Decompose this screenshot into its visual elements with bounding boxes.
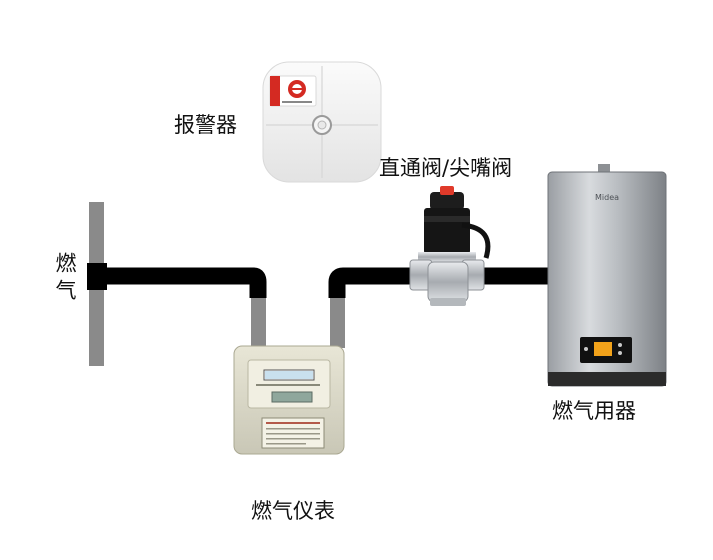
meter-outlet-riser xyxy=(330,296,345,348)
gas-meter xyxy=(233,345,345,455)
gas-alarm xyxy=(262,61,382,183)
gas-source-label: 燃气 xyxy=(53,252,77,306)
gas-water-heater: Midea xyxy=(547,164,667,387)
alarm-label: 报警器 xyxy=(174,113,237,137)
meter-lcd xyxy=(271,391,313,403)
meter-inlet-riser xyxy=(251,296,266,348)
supply-pipe-outlet xyxy=(328,267,552,298)
meter-label: 燃气仪表 xyxy=(251,499,335,523)
appliance-brand: Midea xyxy=(595,193,619,202)
appliance-label: 燃气用器 xyxy=(552,399,636,423)
solenoid-valve xyxy=(409,186,491,306)
valve-reset-button xyxy=(440,186,454,195)
valve-label: 直通阀/尖嘴阀 xyxy=(379,156,513,180)
pipe-fitting xyxy=(87,263,107,290)
supply-pipe-inlet xyxy=(88,267,267,298)
